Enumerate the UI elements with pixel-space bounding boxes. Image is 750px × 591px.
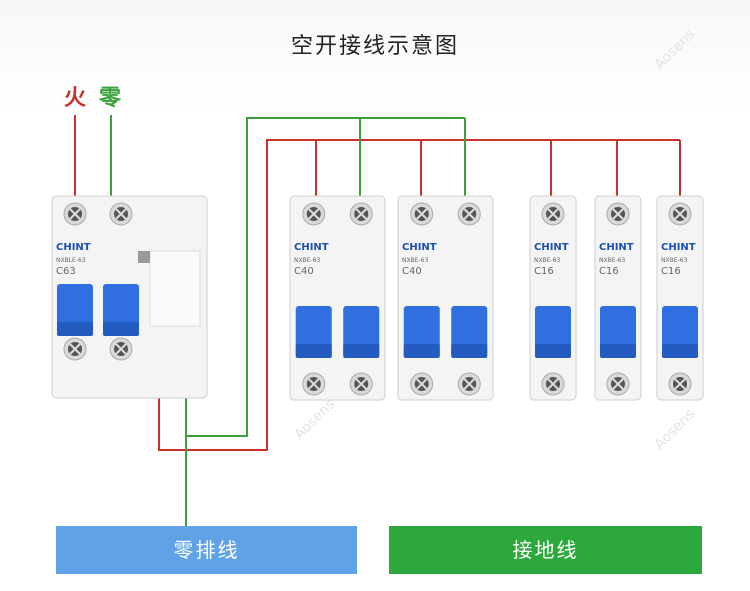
screw-slot: [115, 208, 127, 220]
toggle-handle: [103, 322, 139, 336]
toggle-handle: [403, 344, 440, 358]
model-label: NXBE-63: [294, 257, 320, 264]
breaker-body: [529, 195, 577, 401]
screw-slot: [69, 343, 81, 355]
neutral-bar: 零排线: [56, 526, 357, 574]
rating-label: C16: [661, 266, 681, 277]
toggle-handle: [343, 344, 380, 358]
screw-slot: [674, 208, 686, 220]
model-label: NXBE-63: [534, 257, 560, 264]
brand-label: CHINT: [56, 242, 91, 253]
screw-slot: [612, 208, 624, 220]
live-output-wire: [158, 139, 680, 451]
screw-slot: [355, 208, 367, 220]
screw-slot: [69, 208, 81, 220]
test-button: [138, 251, 150, 263]
watermark: Aosens: [652, 26, 699, 73]
breaker-body: [594, 195, 642, 401]
rating-label: C16: [599, 266, 619, 277]
screw-slot: [463, 208, 475, 220]
live-label: 火: [64, 86, 87, 111]
breaker-body: [289, 195, 386, 401]
screw-slot: [463, 378, 475, 390]
rating-label: C40: [402, 266, 422, 277]
brand-label: CHINT: [402, 242, 437, 253]
screw-slot: [308, 208, 320, 220]
toggle-handle: [295, 344, 332, 358]
screw-slot: [115, 343, 127, 355]
model-label: NXBLE-63: [56, 257, 86, 264]
brand-label: CHINT: [534, 242, 569, 253]
screw-slot: [547, 378, 559, 390]
page-title: 空开接线示意图: [290, 34, 459, 59]
screw-slot: [355, 378, 367, 390]
rcbo-test-panel: [149, 250, 201, 327]
watermark: Aosens: [652, 406, 699, 453]
toggle-handle: [600, 344, 636, 358]
breaker-body: [397, 195, 494, 401]
watermark: Aosens: [292, 396, 339, 443]
model-label: NXBE-63: [661, 257, 687, 264]
model-label: NXBE-63: [402, 257, 428, 264]
screw-slot: [308, 378, 320, 390]
neutral-output-wire: [185, 117, 465, 437]
neutral-label: 零: [99, 86, 122, 111]
brand-label: CHINT: [294, 242, 329, 253]
toggle-handle: [57, 322, 93, 336]
rating-label: C16: [534, 266, 554, 277]
breaker-body: [656, 195, 704, 401]
toggle-handle: [535, 344, 571, 358]
ground-bar: 接地线: [389, 526, 702, 574]
model-label: NXBE-63: [599, 257, 625, 264]
toggle-handle: [451, 344, 488, 358]
brand-label: CHINT: [661, 242, 696, 253]
screw-slot: [547, 208, 559, 220]
rating-label: C63: [56, 266, 76, 277]
rating-label: C40: [294, 266, 314, 277]
toggle-handle: [662, 344, 698, 358]
screw-slot: [416, 378, 428, 390]
screw-slot: [612, 378, 624, 390]
brand-label: CHINT: [599, 242, 634, 253]
screw-slot: [416, 208, 428, 220]
screw-slot: [674, 378, 686, 390]
